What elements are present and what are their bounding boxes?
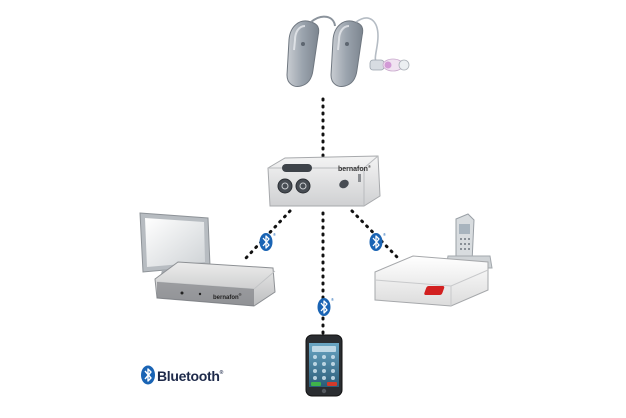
svg-text:®: ® xyxy=(383,232,386,237)
bluetooth-icon: ® xyxy=(317,297,334,316)
connector-hub-cordless xyxy=(350,209,400,260)
tv-adapter-brand-label: bernafon® xyxy=(213,292,242,301)
bluetooth-badges: ® ® ® xyxy=(259,232,386,316)
hub-button-left xyxy=(277,178,293,194)
tv-adapter-icon: bernafon® xyxy=(154,261,276,307)
streamer-hub-icon: bernafon® xyxy=(267,155,381,207)
svg-text:®: ® xyxy=(273,232,276,237)
hub-button-small xyxy=(339,179,349,189)
hearing-aid-right xyxy=(330,17,410,87)
bluetooth-icon: ® xyxy=(259,232,276,251)
smartphone-icon xyxy=(305,334,343,397)
bluetooth-icon: ® xyxy=(369,232,386,251)
bluetooth-logo: Bluetooth® xyxy=(141,365,224,385)
alert-button xyxy=(424,286,445,295)
earpiece xyxy=(369,58,410,72)
svg-text:®: ® xyxy=(331,297,334,302)
cordless-phone-base-icon xyxy=(374,213,493,307)
hub-button-top xyxy=(282,164,312,172)
hub-button-right xyxy=(295,178,311,194)
hearing-aid-icon xyxy=(286,15,410,87)
hearing-aid-left xyxy=(286,15,336,87)
bluetooth-wordmark: Bluetooth® xyxy=(157,368,224,384)
hub-brand-label: bernafon® xyxy=(338,164,371,173)
bluetooth-icon xyxy=(141,365,155,385)
